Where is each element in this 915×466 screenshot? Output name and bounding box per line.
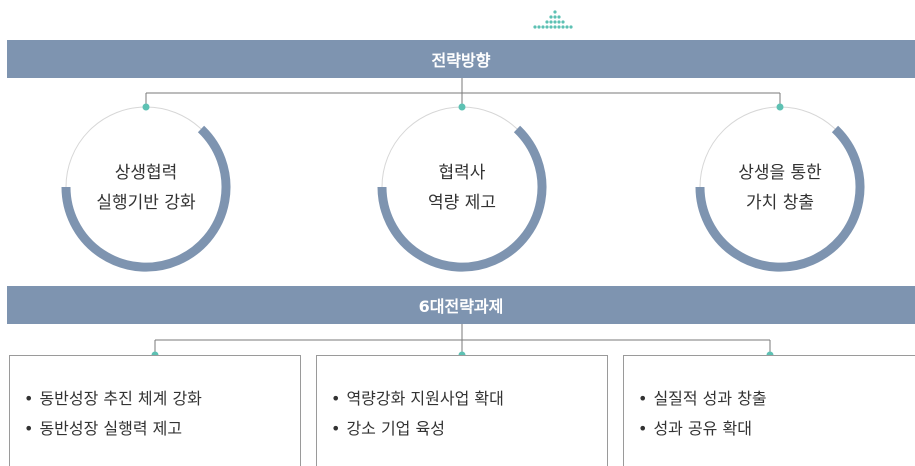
task-item: • 강소 기업 육성 [331,414,607,444]
task-box-3: • 실질적 성과 창출 • 성과 공유 확대 [623,355,915,466]
strategy-label-2: 협력사 역량 제고 [387,158,537,218]
node-dot [142,103,150,111]
bullet: • [331,419,341,438]
task-item: • 역량강화 지원사업 확대 [331,384,607,414]
strategy-label-line: 협력사 [438,163,486,183]
strategy-label-line: 상생협력 [114,163,178,183]
task-box-2: • 역량강화 지원사업 확대 • 강소 기업 육성 [316,355,608,466]
task-text: 동반성장 실행력 제고 [39,419,183,438]
strategy-circle-2 [377,103,547,272]
strategy-label-3: 상생을 통한 가치 창출 [705,158,855,218]
task-text: 실질적 성과 창출 [653,389,767,408]
bullet: • [638,389,648,408]
dot-pyramid-icon [533,10,573,29]
strategic-tasks-banner: 6대전략과제 [7,286,915,324]
task-item: • 성과 공유 확대 [638,414,915,444]
bullet: • [331,389,341,408]
task-text: 성과 공유 확대 [653,419,752,438]
strategy-label-line: 가치 창출 [746,193,814,213]
strategy-circle-1 [61,103,231,272]
strategy-label-line: 실행기반 강화 [96,193,196,213]
strategy-direction-title: 전략방향 [431,51,491,70]
bullet: • [24,389,34,408]
task-text: 동반성장 추진 체계 강화 [39,389,202,408]
task-item: • 동반성장 실행력 제고 [24,414,300,444]
bullet: • [24,419,34,438]
strategy-direction-banner: 전략방향 [7,40,915,78]
task-box-1: • 동반성장 추진 체계 강화 • 동반성장 실행력 제고 [9,355,301,466]
bullet: • [638,419,648,438]
strategy-circle-3 [695,103,865,272]
task-item: • 동반성장 추진 체계 강화 [24,384,300,414]
node-dot [458,103,466,111]
strategic-tasks-title: 6대전략과제 [418,297,504,316]
task-item: • 실질적 성과 창출 [638,384,915,414]
node-dot [776,103,784,111]
strategy-label-line: 역량 제고 [428,193,496,213]
task-text: 강소 기업 육성 [346,419,445,438]
strategy-label-1: 상생협력 실행기반 강화 [71,158,221,218]
strategy-label-line: 상생을 통한 [738,163,822,183]
task-text: 역량강화 지원사업 확대 [346,389,504,408]
